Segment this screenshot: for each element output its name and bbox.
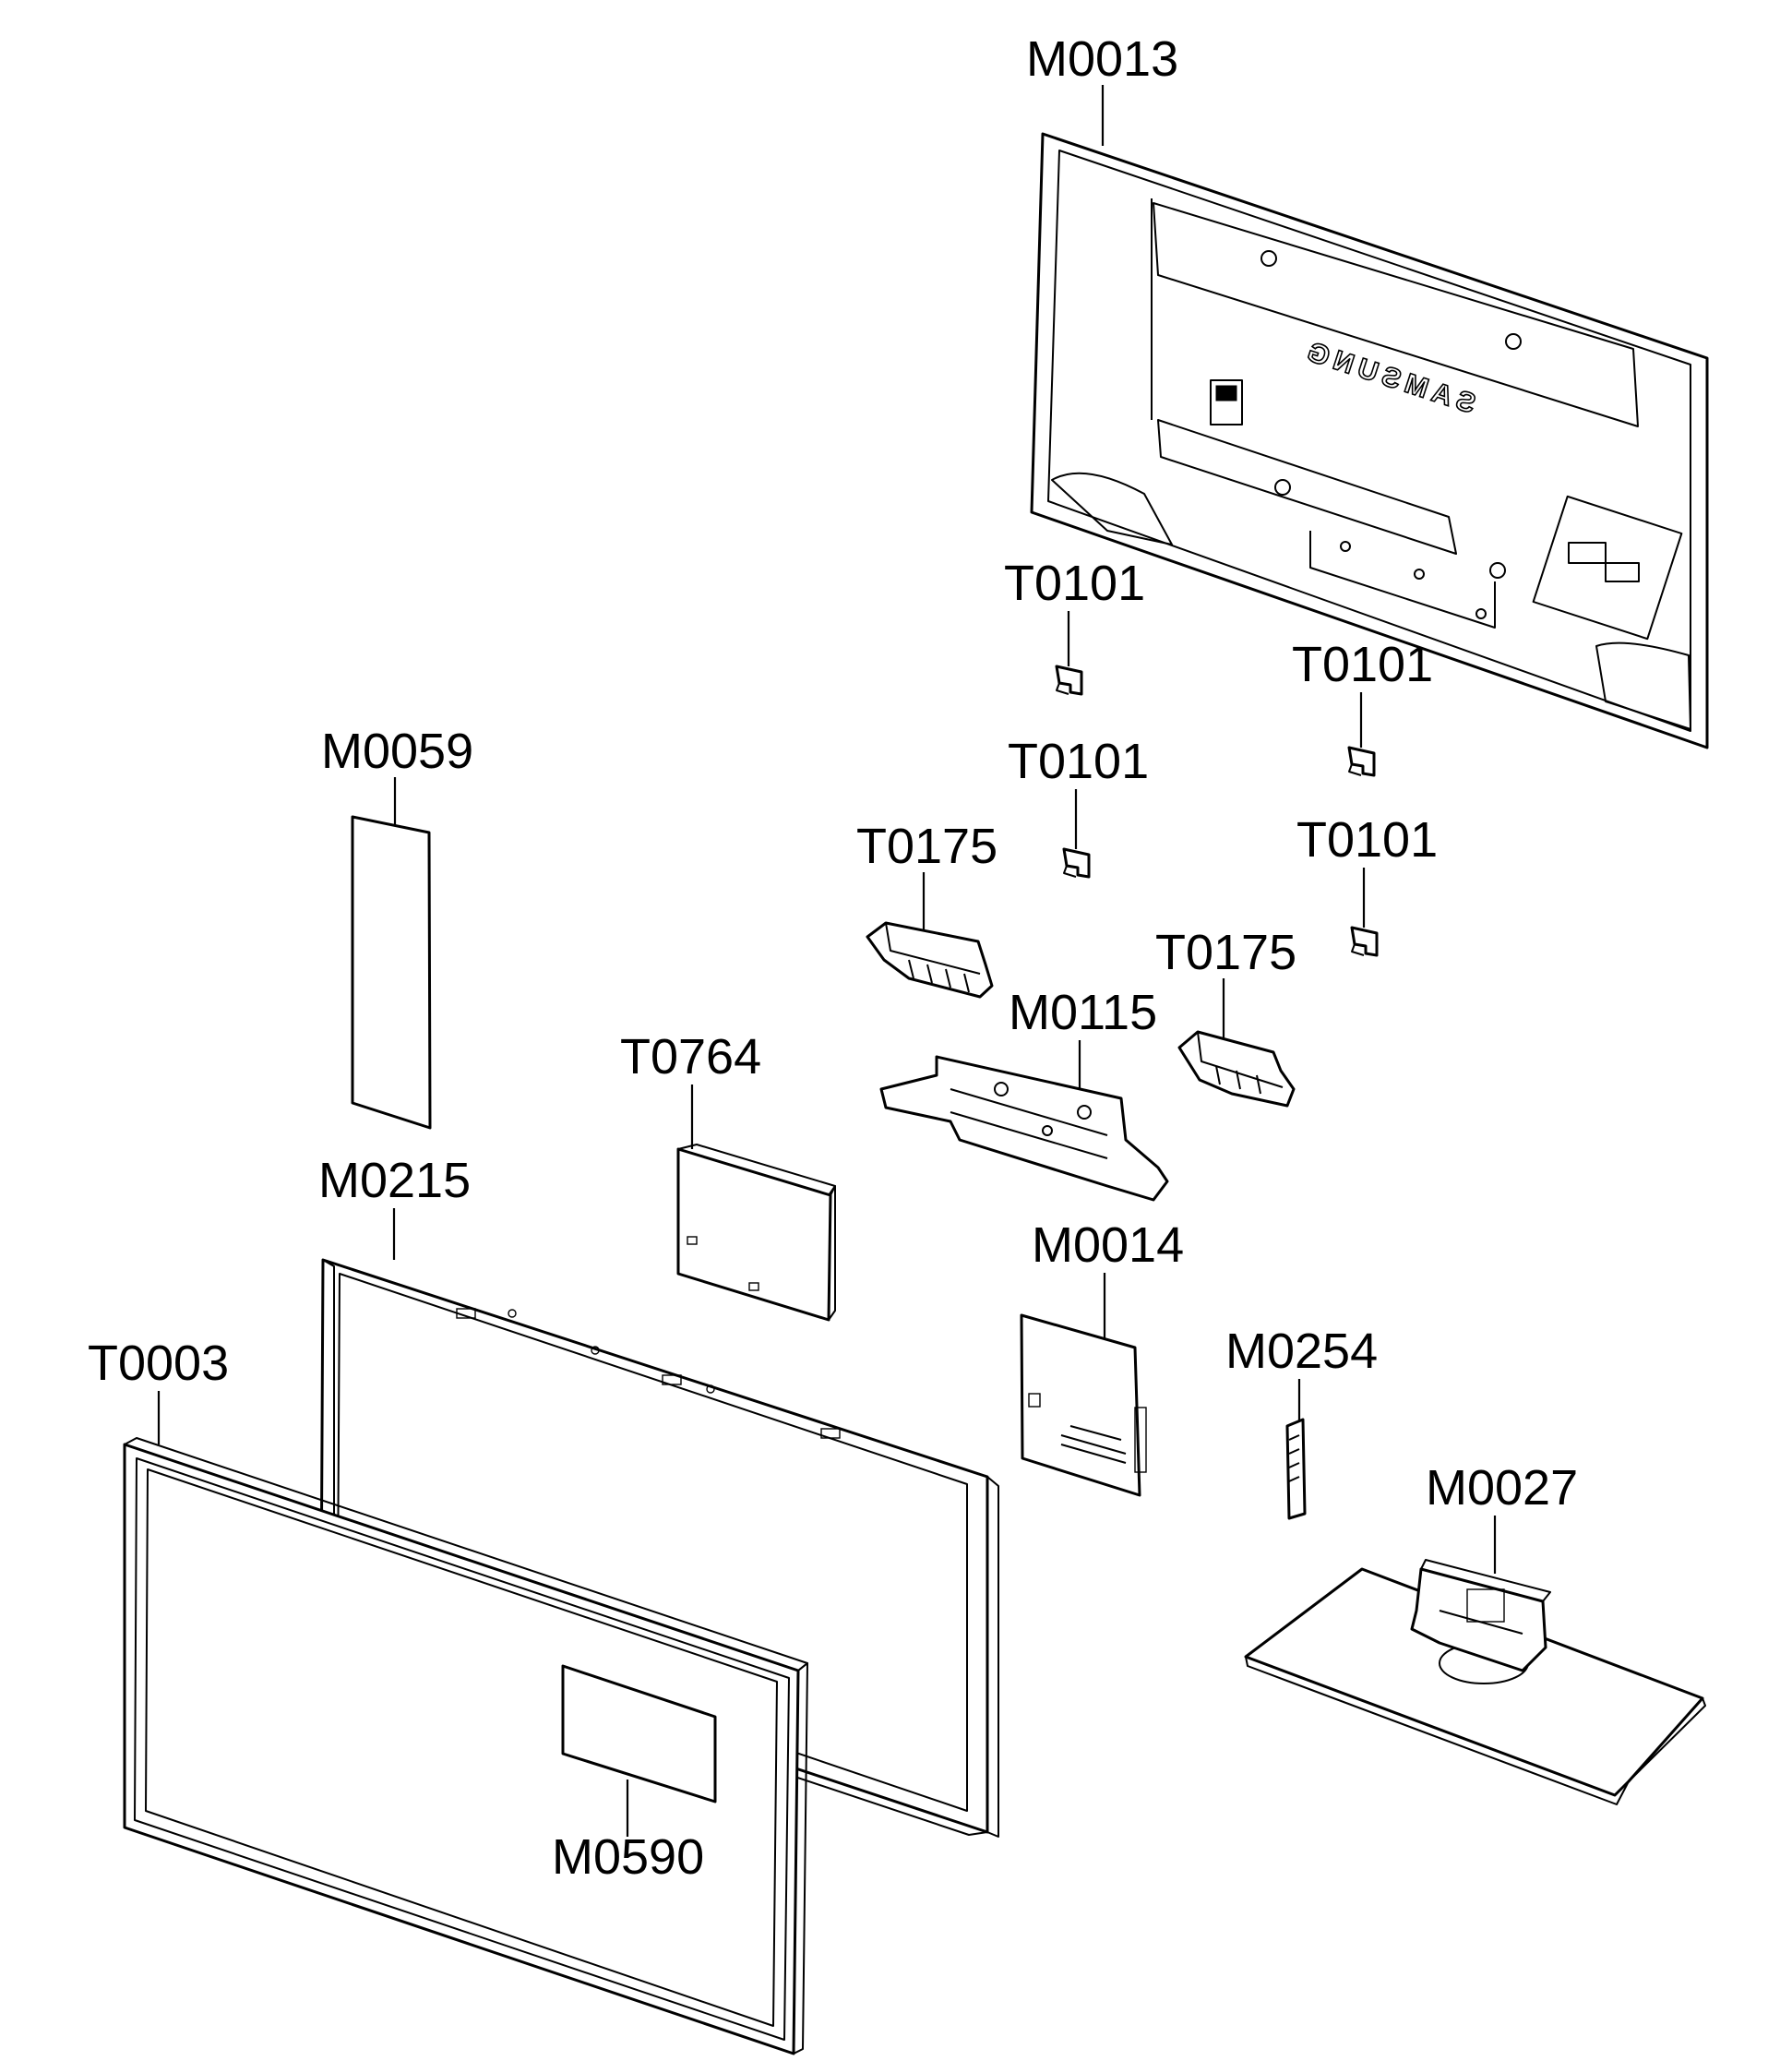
bracket-t0101-c: T0101 <box>1008 734 1149 879</box>
bracket-t0101-a: T0101 <box>1004 556 1145 696</box>
label-m0215: M0215 <box>318 1153 471 1208</box>
label-m0115: M0115 <box>1009 985 1157 1040</box>
label-t0101-a: T0101 <box>1004 556 1145 611</box>
stand-base-m0027: M0027 <box>1244 1460 1706 1805</box>
label-m0013: M0013 <box>1026 31 1178 87</box>
label-t0175-b: T0175 <box>1155 925 1296 980</box>
label-t0101-d: T0101 <box>1296 812 1438 868</box>
front-bezel-t0003: T0003 <box>88 1336 808 2055</box>
main-board-m0014: M0014 <box>1020 1217 1184 1497</box>
label-t0175-a: T0175 <box>856 819 998 874</box>
label-m0254: M0254 <box>1225 1324 1378 1379</box>
bracket-t0101-d: T0101 <box>1296 812 1438 957</box>
function-pcb-m0254: M0254 <box>1225 1324 1378 1520</box>
label-m0059: M0059 <box>321 724 473 779</box>
hinge-t0175-a: T0175 <box>856 819 998 999</box>
label-m0014: M0014 <box>1032 1217 1184 1273</box>
hinge-t0175-b: T0175 <box>1155 925 1296 1108</box>
label-sheet-m0059: M0059 <box>321 724 473 1130</box>
label-m0027: M0027 <box>1426 1460 1578 1516</box>
label-t0764: T0764 <box>620 1029 761 1084</box>
label-t0003: T0003 <box>88 1336 229 1391</box>
panel-chassis-m0215: M0215 <box>318 1153 999 1838</box>
panel-label-m0590: M0590 <box>552 1664 717 1885</box>
bracket-t0101-b: T0101 <box>1292 637 1433 777</box>
circuit-board-t0764: T0764 <box>620 1029 836 1322</box>
label-t0101-c: T0101 <box>1008 734 1149 789</box>
stand-bracket-m0115: M0115 <box>879 985 1169 1202</box>
label-t0101-b: T0101 <box>1292 637 1433 692</box>
label-m0590: M0590 <box>552 1829 704 1885</box>
rear-cover-m0013: SAMSUNG M0013 <box>1026 31 1709 749</box>
